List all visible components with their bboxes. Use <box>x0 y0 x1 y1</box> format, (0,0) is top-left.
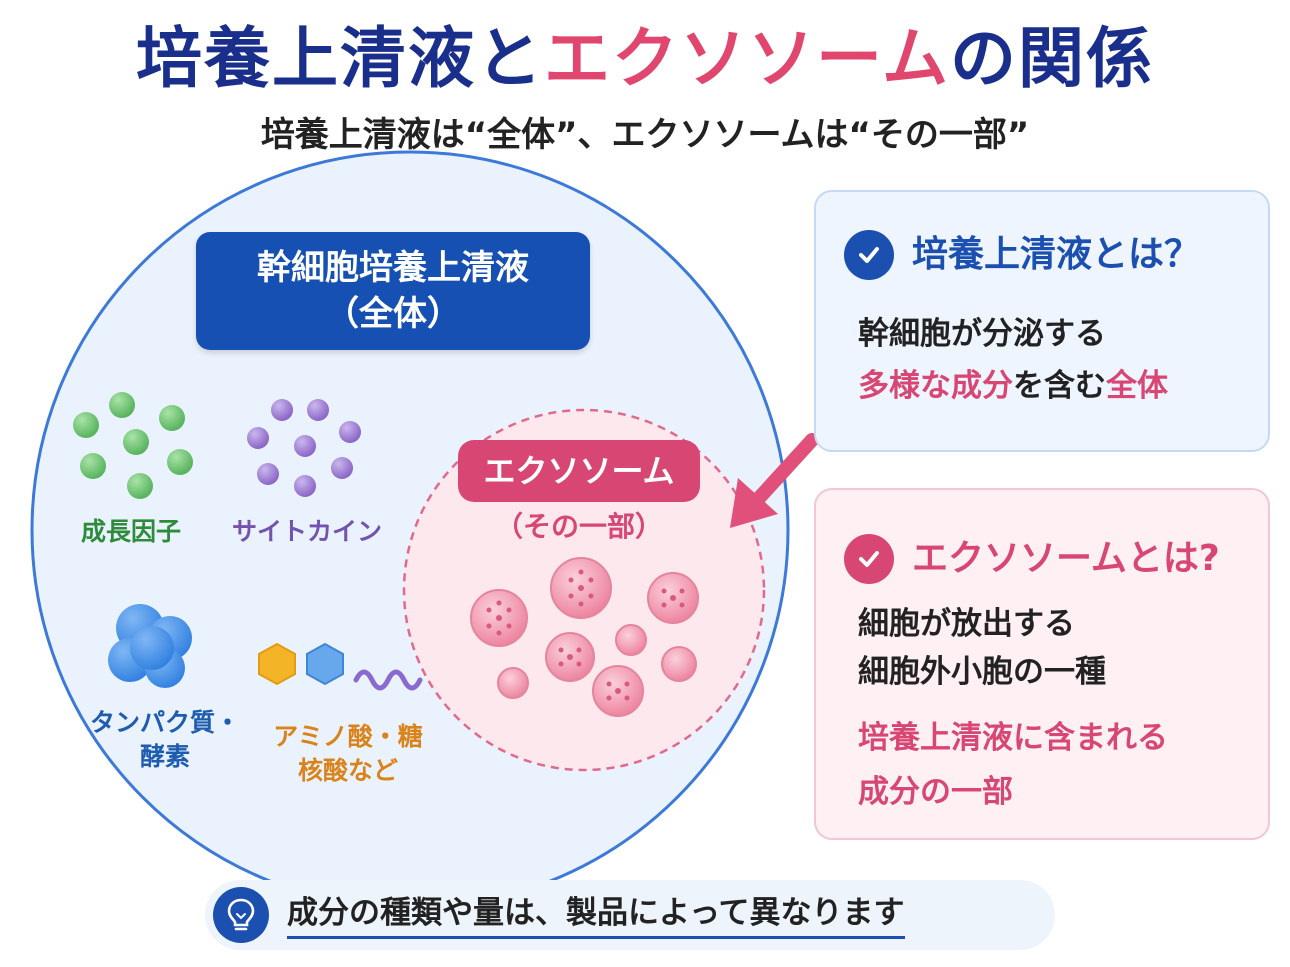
cytokine-icon <box>247 399 361 497</box>
title-part-exosome: エクソソーム <box>543 20 951 97</box>
exosome-sublabel: （その一部） <box>494 510 663 543</box>
check-circle-icon <box>844 534 894 584</box>
exosome-card-line4: 成分の一部 <box>858 774 1013 810</box>
supernatant-card-line2: 多様な成分を含む全体 <box>858 360 1168 412</box>
growth-factor-icon <box>73 392 193 499</box>
supernatant-card-line1: 幹細胞が分泌する <box>858 316 1106 352</box>
exosome-card-line2: 細胞外小胞の一種 <box>858 654 1106 690</box>
highlight-diverse-components: 多様な成分 <box>858 368 1013 404</box>
footer-note-text: 成分の種類や量は、製品によって異なります <box>287 890 905 939</box>
highlight-whole: 全体 <box>1106 368 1168 404</box>
lightbulb-icon <box>213 887 269 943</box>
arrow-icon <box>730 433 819 528</box>
exosome-label: エクソソーム <box>458 440 700 502</box>
page-subtitle: 培養上清液は“全体”、エクソソームは“その一部” <box>260 115 1030 155</box>
supernatant-label-line2: （全体） <box>325 294 461 334</box>
exosome-particles <box>470 557 699 717</box>
amino-label-line1: アミノ酸・糖 <box>273 722 423 751</box>
title-part-relation: の関係 <box>950 20 1155 97</box>
exosome-info-card: エクソソームとは? 細胞が放出する 細胞外小胞の一種 培養上清液に含まれる 成分… <box>814 488 1270 840</box>
exosome-card-line1: 細胞が放出する <box>858 606 1075 642</box>
supernatant-info-card: 培養上清液とは？ 幹細胞が分泌する 多様な成分を含む全体 <box>814 190 1270 452</box>
protein-label-line1: タンパク質・ <box>89 708 240 737</box>
supernatant-card-title: 培養上清液とは？ <box>912 234 1201 275</box>
footer-note-banner: 成分の種類や量は、製品によって異なります <box>205 880 1055 950</box>
amino-acid-label: アミノ酸・糖 核酸など <box>258 720 438 788</box>
exosome-card-line3: 培養上清液に含まれる <box>858 720 1168 756</box>
protein-enzyme-icon <box>108 604 192 688</box>
cytokine-label: サイトカイン <box>231 517 382 546</box>
exosome-card-title: エクソソームとは? <box>912 538 1220 579</box>
growth-factor-label: 成長因子 <box>80 517 181 546</box>
protein-label-line2: 酵素 <box>139 742 190 771</box>
check-circle-icon <box>844 230 894 280</box>
amino-label-line2: 核酸など <box>297 756 398 785</box>
text-contains: を含む <box>1013 368 1106 404</box>
page-title: 培養上清液とエクソソームの関係 <box>0 14 1290 104</box>
protein-enzyme-label: タンパク質・ 酵素 <box>80 706 250 774</box>
title-part-supernatant: 培養上清液と <box>135 20 544 97</box>
supernatant-label-line1: 幹細胞培養上清液 <box>257 248 529 288</box>
supernatant-label: 幹細胞培養上清液 （全体） <box>196 232 590 350</box>
amino-acid-icon <box>258 642 423 691</box>
